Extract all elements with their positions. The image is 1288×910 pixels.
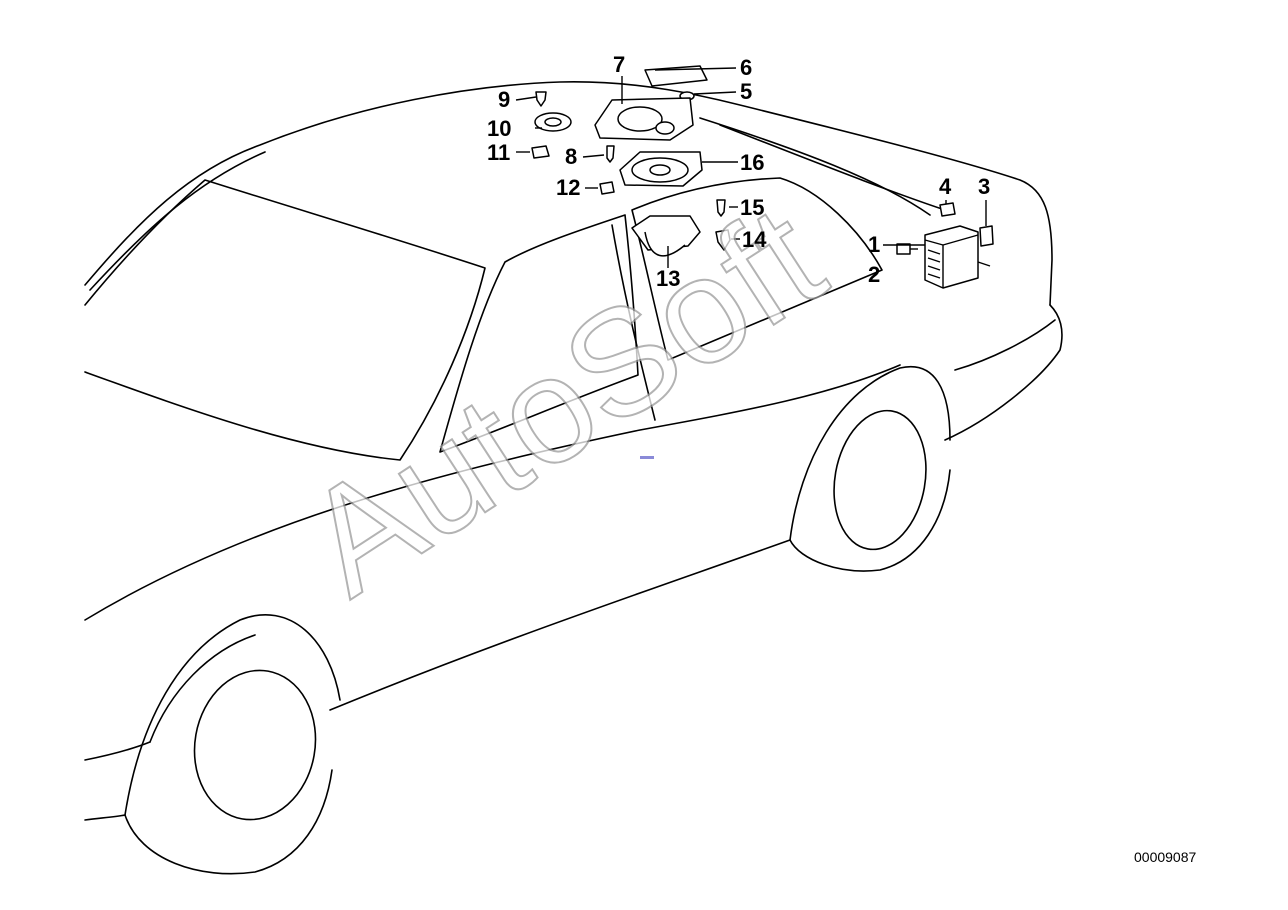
part-8-screw — [606, 145, 615, 163]
callout-4: 4 — [939, 174, 952, 199]
part-1-amplifier — [924, 225, 979, 289]
part-15-screw — [716, 199, 726, 217]
callout-15: 15 — [740, 195, 764, 220]
callout-1: 1 — [868, 232, 880, 257]
callouts: 1 2 3 4 5 6 7 8 9 10 11 12 13 14 15 16 — [487, 52, 990, 291]
part-11-clip — [531, 145, 550, 159]
callout-6: 6 — [740, 55, 752, 80]
callout-14: 14 — [742, 227, 767, 252]
callout-5: 5 — [740, 79, 752, 104]
watermark-dash — [640, 456, 654, 459]
part-6-cover — [644, 65, 708, 87]
part-9-screw — [535, 91, 547, 107]
callout-11: 11 — [487, 140, 510, 165]
callout-3: 3 — [978, 174, 990, 199]
callout-13: 13 — [656, 266, 680, 291]
callout-16: 16 — [740, 150, 764, 175]
part-12-nut — [599, 181, 615, 195]
callout-7: 7 — [613, 52, 625, 77]
callout-12: 12 — [556, 175, 580, 200]
part-14-nut — [715, 229, 731, 251]
document-number: 00009087 — [1134, 849, 1197, 865]
part-4-plug — [939, 202, 956, 217]
part-2-bolt — [896, 243, 911, 255]
car-outline — [84, 81, 1063, 875]
callout-10: 10 — [487, 116, 511, 141]
callout-2: 2 — [868, 262, 880, 287]
parts — [531, 65, 994, 289]
callout-9: 9 — [498, 87, 510, 112]
part-3-connector — [979, 225, 994, 247]
callout-8: 8 — [565, 144, 577, 169]
leader-lines — [515, 67, 991, 268]
